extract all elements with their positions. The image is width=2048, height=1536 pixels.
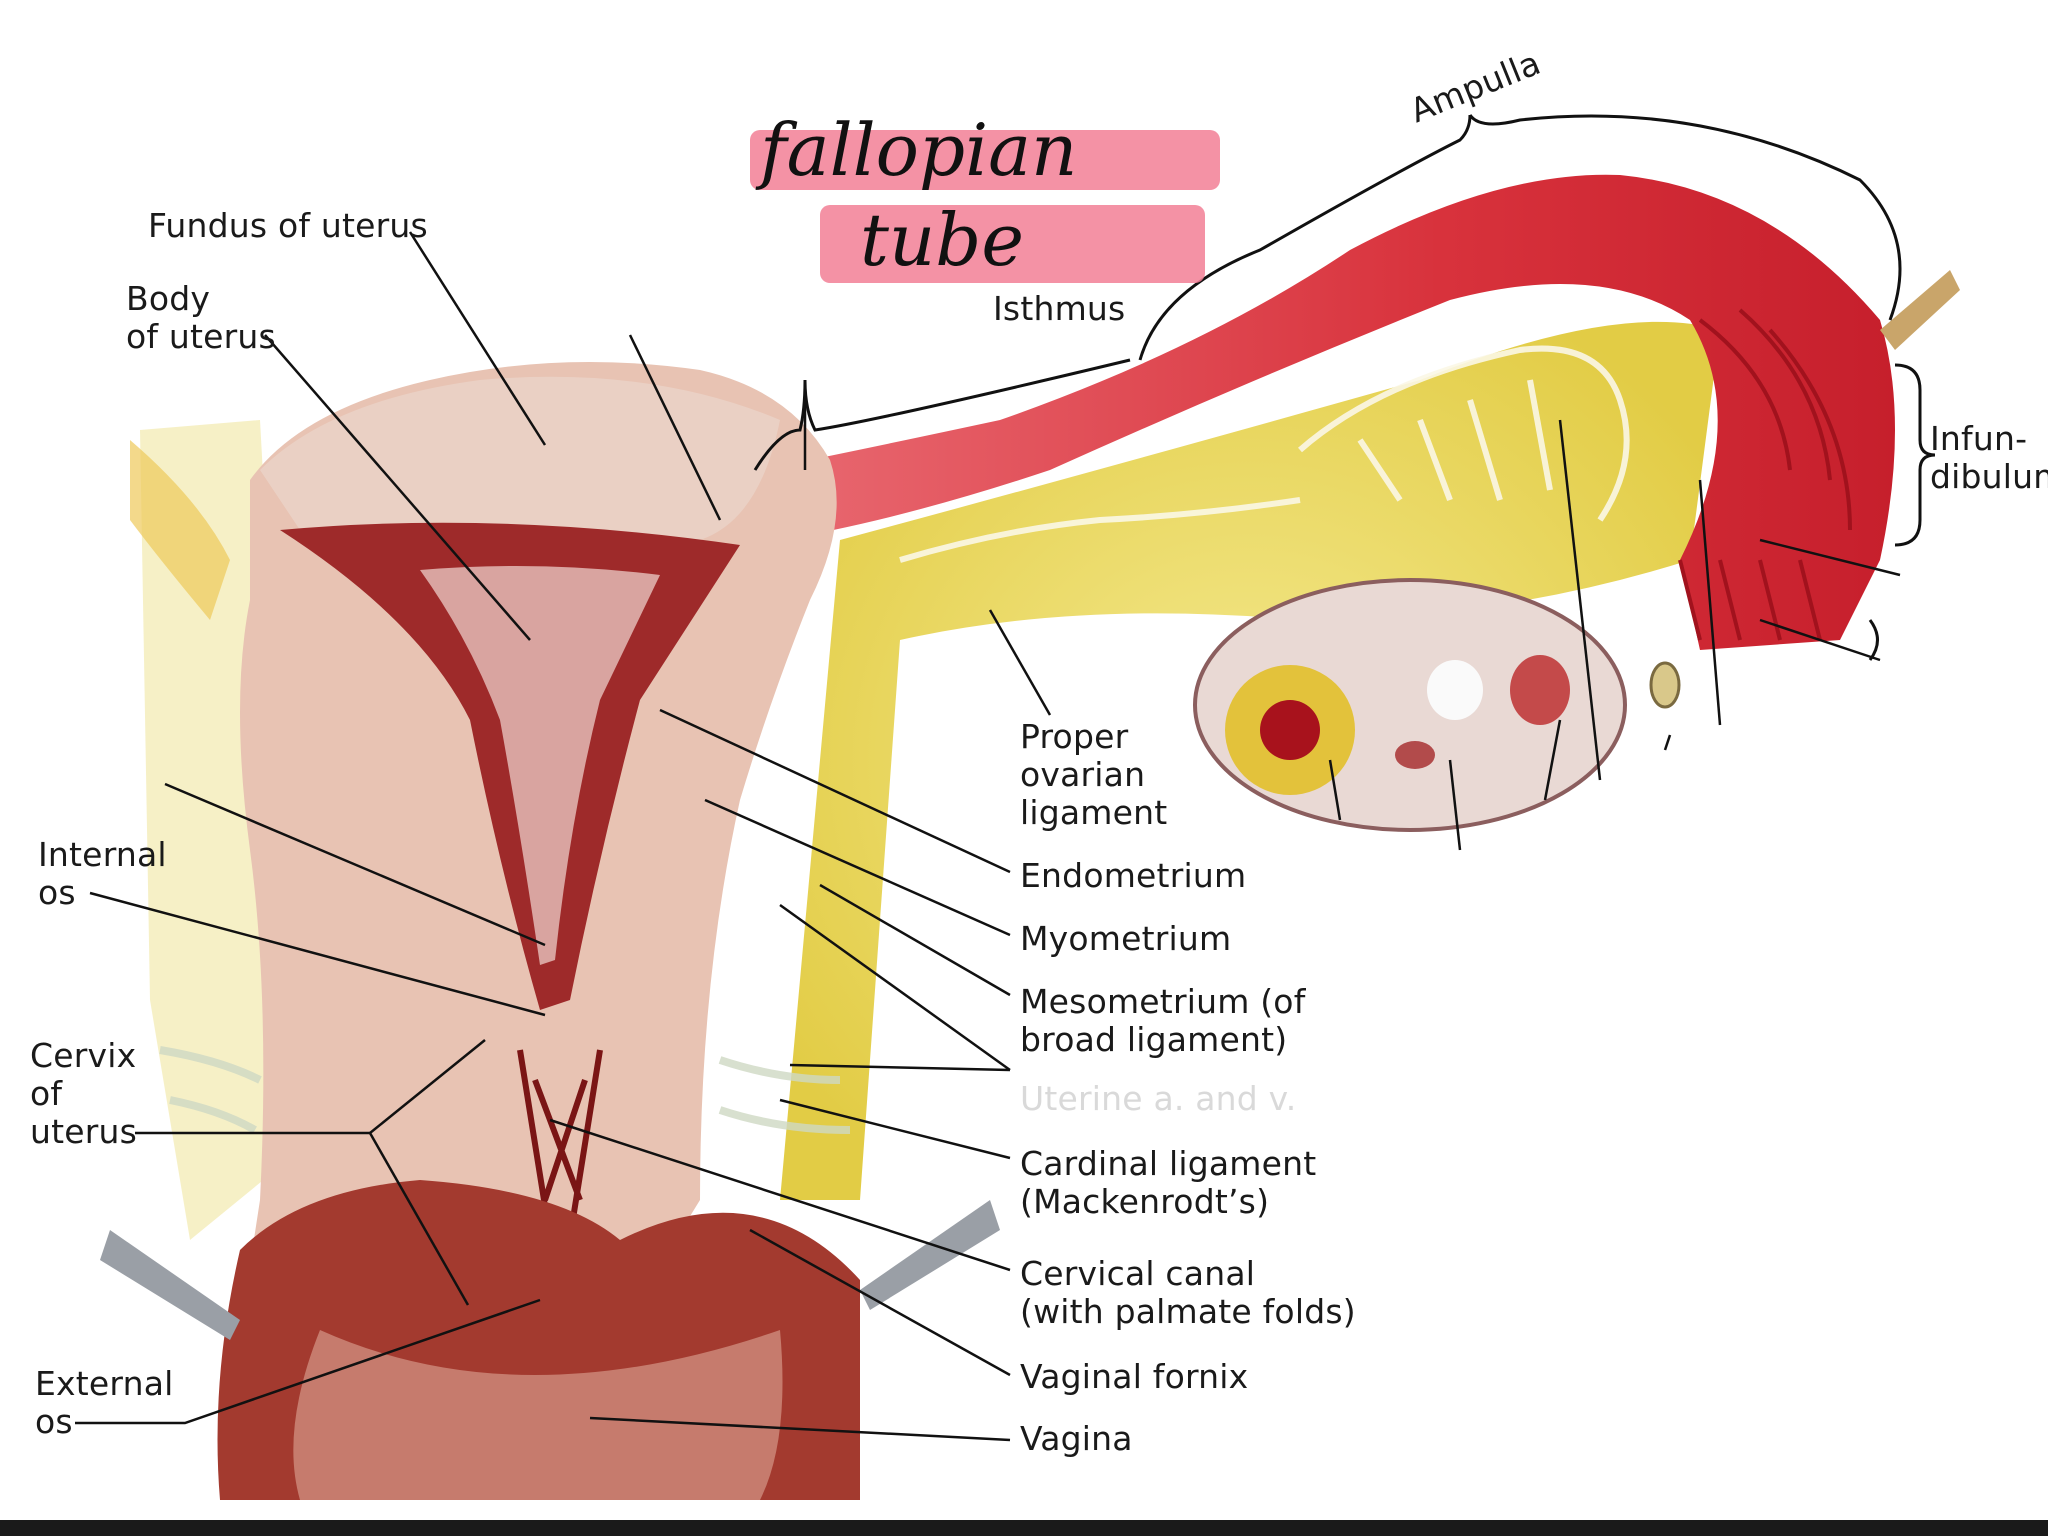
line-ovary-2 [1448,759,1462,851]
tube-folds [1678,308,1852,641]
line-body [264,334,531,641]
line-vagina [589,1416,1011,1442]
label-mesometrium: Mesometrium (of broad ligament) [1020,982,1306,1059]
bracket-isthmus [753,358,1131,471]
left-adnexa [130,440,230,620]
label-cardinal-ligament: Cardinal ligament (Mackenrodt’s) [1020,1144,1317,1221]
label-vaginal-fornix: Vaginal fornix [1020,1357,1249,1396]
line-cardinal [779,1098,1011,1160]
label-fundus-of-uterus: Fundus of uterus [148,206,428,245]
line-vaginal-fornix [749,1228,1011,1377]
label-cervix-of-uterus: Cervix of uterus [30,1036,138,1151]
label-internal-os: Internal os [38,835,167,912]
line-external-os [75,1298,541,1425]
label-body-of-uterus: Body of uterus [126,279,276,356]
line-endometrium [659,708,1011,874]
suspensory-ligament [1880,270,1960,350]
mesosalpinx-vessels [899,345,1630,563]
annotation-tube: tube [860,198,1025,282]
label-external-os: External os [35,1364,174,1441]
line-mesometrium [819,883,1011,997]
line-infund-1 [1698,479,1722,726]
line-ovary-3 [1543,719,1562,801]
annotation-fallopian: fallopian [760,108,1078,192]
line-uterine-1 [779,903,1011,1072]
label-isthmus: Isthmus [993,289,1126,328]
label-myometrium: Myometrium [1020,919,1232,958]
line-cervix-1 [369,1039,486,1134]
line-cervical-canal [549,1118,1011,1272]
highlight-fallopian [750,130,1220,190]
right-broad-ligament [780,321,1720,1200]
label-endometrium: Endometrium [1020,856,1247,895]
line-left-top [628,334,722,521]
brackets [753,114,1936,661]
line-ovary-5 [1663,734,1672,751]
cavity-inner [420,566,660,965]
line-proper-ovarian [988,609,1052,716]
line-cervix-2 [368,1132,470,1306]
label-proper-ovarian-ligament: Proper ovarian ligament [1020,717,1168,832]
fallopian-tube [760,174,1895,650]
line-internal-os-2 [164,782,546,947]
left-retractor [100,1230,240,1340]
line-ovary-1 [1328,759,1342,821]
label-infundibulum: Infun- dibulum [1930,419,2048,496]
line-fundus [408,231,547,446]
bracket-infund-low [1868,619,1879,661]
label-vagina: Vagina [1020,1419,1133,1458]
vesicular-appendix [1649,661,1681,709]
label-uterine-vessels: Uterine a. and v. [1020,1079,1297,1118]
bracket-ampulla [1138,114,1902,361]
fundus [260,376,780,540]
bottom-edge-bar [0,1520,2048,1536]
cardinal-fibers [159,1046,851,1134]
line-ovary-4 [1558,419,1602,781]
label-cervical-canal: Cervical canal (with palmate folds) [1020,1254,1356,1331]
right-retractor [860,1200,1000,1310]
line-uterine-2 [789,1063,1011,1072]
line-myometrium [704,798,1011,937]
line-infund-2 [1759,538,1901,577]
leader-lines [75,231,1901,1442]
line-infund-3 [1759,618,1881,662]
bracket-infundibulum [1894,363,1936,547]
line-internal-os-1 [89,891,546,1017]
highlight-tube [820,205,1205,283]
